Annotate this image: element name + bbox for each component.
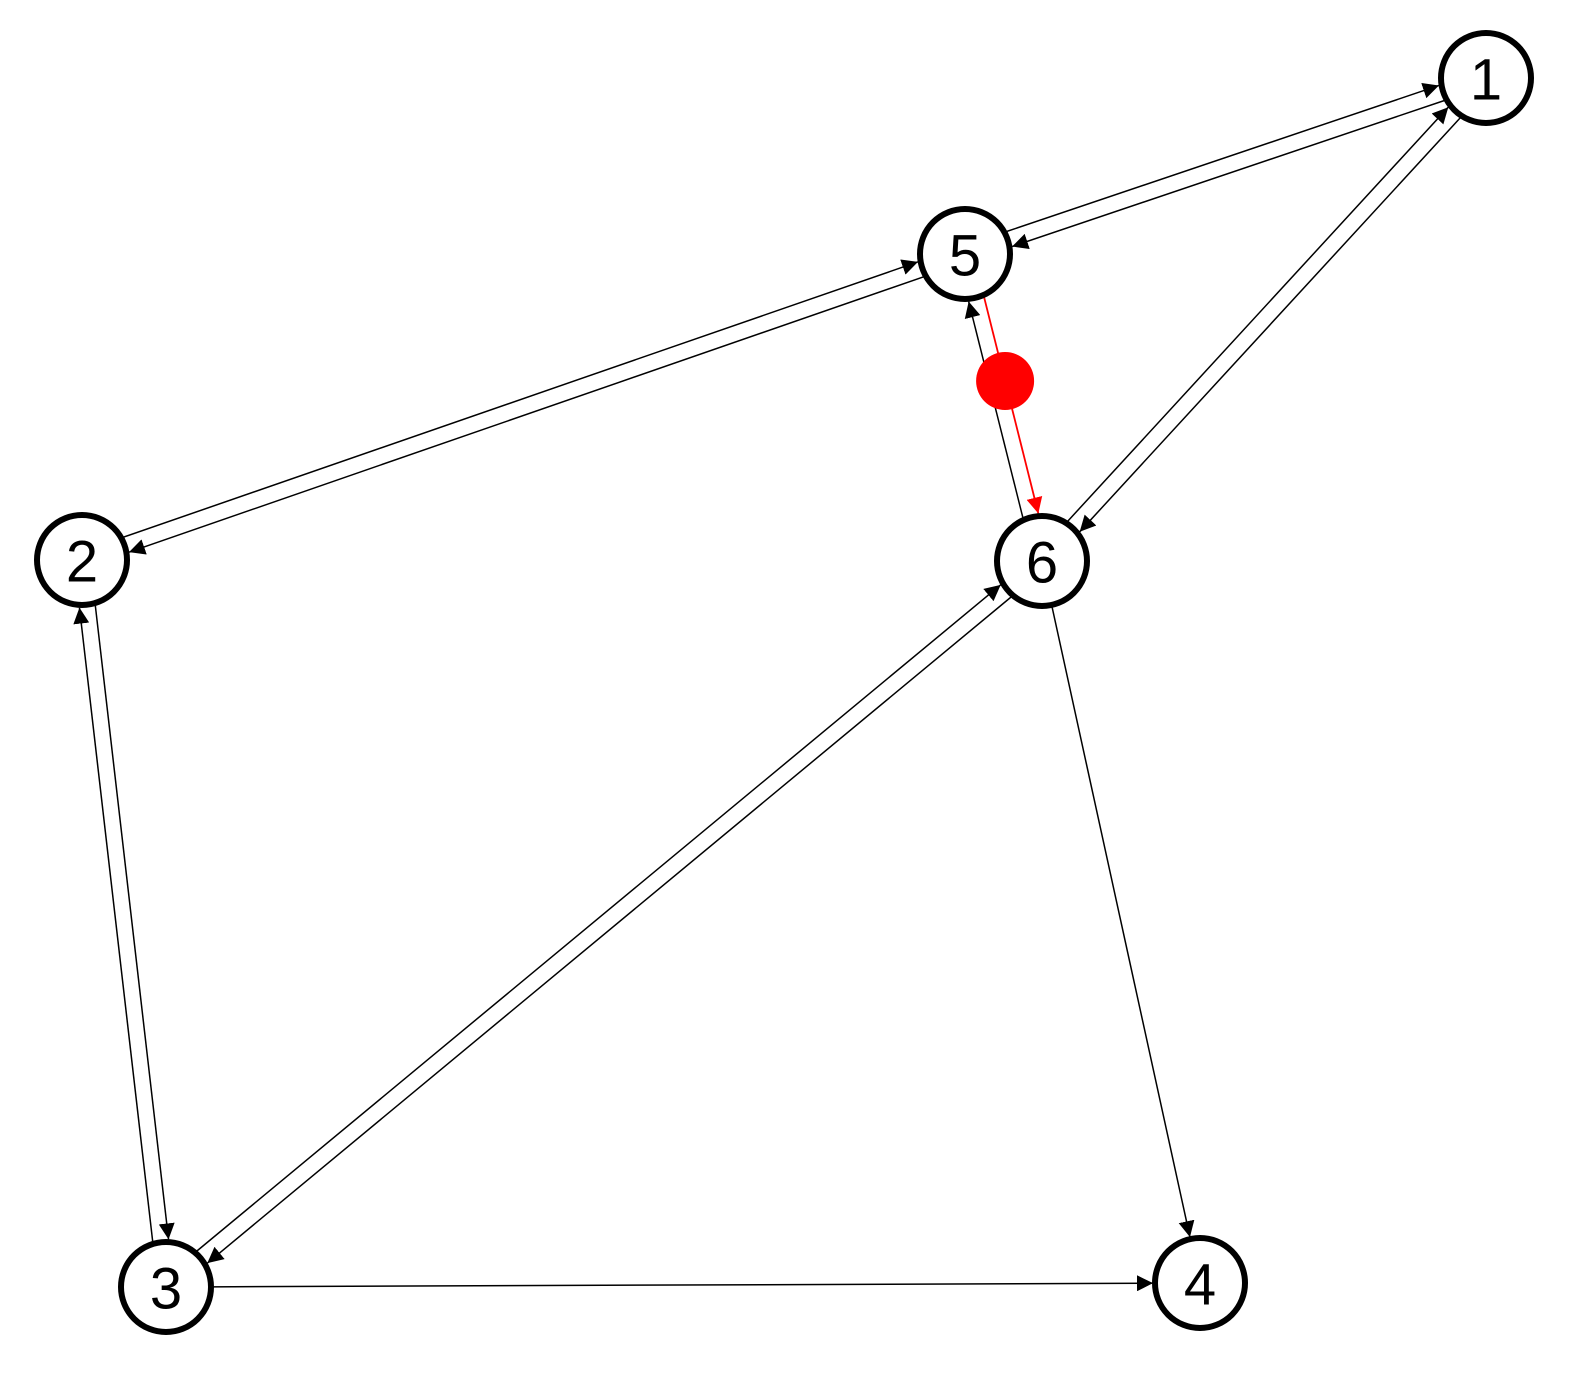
- edge-6-to-4: [1050, 604, 1195, 1238]
- node-5: 5: [917, 206, 1013, 302]
- node-2: 2: [34, 512, 130, 608]
- edge-1-to-5: [1011, 99, 1447, 249]
- edge-1-to-6: [1079, 116, 1462, 533]
- edge-5-to-1: [1004, 83, 1440, 233]
- node-circle: [994, 513, 1090, 609]
- marker-layer: [976, 351, 1035, 410]
- edge-6-to-3: [206, 595, 1013, 1264]
- nodes-layer: 1 2 3 4 5 6: [34, 30, 1534, 1335]
- red-marker-dot: [976, 351, 1035, 410]
- node-label: 4: [1184, 1253, 1216, 1318]
- edge-6-to-5: [964, 301, 1025, 520]
- edge-5-to-2: [128, 275, 926, 555]
- edge-3-to-4: [210, 1275, 1154, 1292]
- node-label: 1: [1470, 48, 1502, 113]
- node-circle: [1152, 1235, 1248, 1331]
- node-6: 6: [994, 513, 1090, 609]
- node-circle: [917, 206, 1013, 302]
- edge-2-to-5: [121, 259, 919, 539]
- node-label: 6: [1026, 531, 1058, 596]
- edge-3-to-2: [73, 607, 154, 1244]
- node-3: 3: [118, 1239, 214, 1335]
- edge-3-to-6: [195, 584, 1002, 1253]
- node-label: 2: [66, 530, 98, 595]
- edges-layer: [73, 83, 1462, 1292]
- node-4: 4: [1152, 1235, 1248, 1331]
- node-circle: [34, 512, 130, 608]
- edge-6-to-1: [1066, 106, 1449, 523]
- node-label: 3: [150, 1257, 182, 1322]
- node-1: 1: [1438, 30, 1534, 126]
- node-label: 5: [949, 224, 981, 289]
- edge-2-to-3: [94, 603, 175, 1240]
- node-circle: [118, 1239, 214, 1335]
- node-circle: [1438, 30, 1534, 126]
